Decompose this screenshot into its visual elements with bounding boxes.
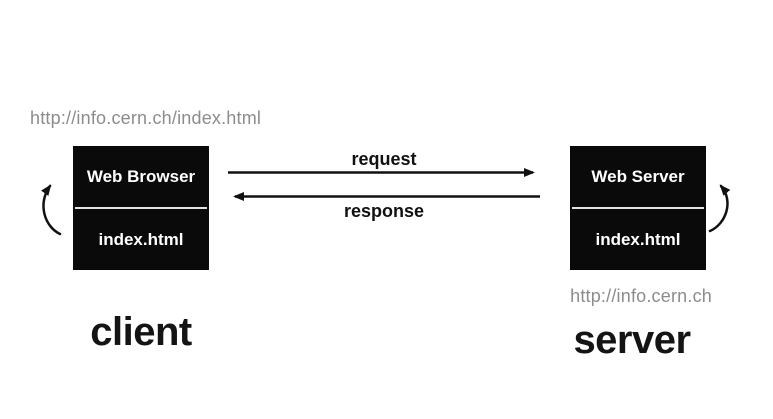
client-loop-arrow-icon (41, 184, 62, 236)
server-box-title: Web Server (591, 166, 685, 186)
server-box-file: index.html (595, 229, 681, 249)
server-box: Web Server index.html (570, 146, 706, 270)
server-label: server (573, 318, 691, 362)
server-url-text: http://info.cern.ch (570, 286, 712, 306)
server-loop-arrow-icon (708, 184, 731, 233)
server-box-bottom-cell: index.html (570, 209, 706, 270)
request-label: request (351, 149, 417, 169)
client-label: client (90, 310, 192, 354)
client-box-top-cell: Web Browser (73, 146, 209, 207)
server-box-divider (572, 207, 704, 209)
client-box-file: index.html (98, 229, 184, 249)
client-box: Web Browser index.html (73, 146, 209, 270)
client-box-bottom-cell: index.html (73, 209, 209, 270)
server-box-top-cell: Web Server (570, 146, 706, 207)
client-box-title: Web Browser (86, 166, 196, 186)
client-url-text: http://info.cern.ch/index.html (30, 108, 262, 128)
client-box-divider (75, 207, 207, 209)
response-label: response (343, 201, 425, 221)
